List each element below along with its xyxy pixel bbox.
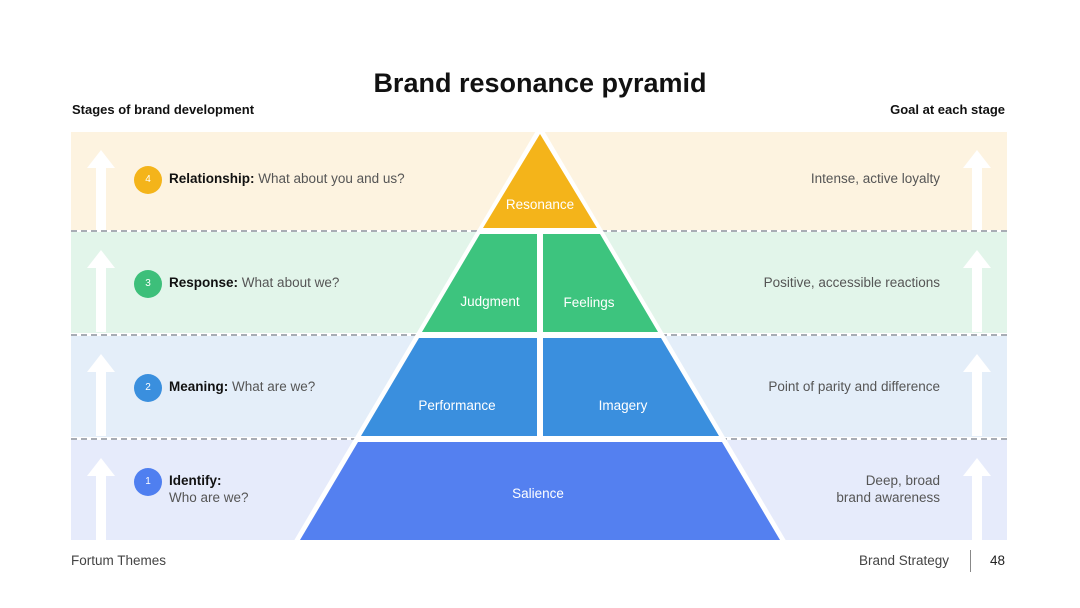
pyramid-label-feelings: Feelings xyxy=(563,295,614,310)
left-column-heading: Stages of brand development xyxy=(72,102,255,117)
up-arrow-icon xyxy=(963,250,991,332)
footer-section: Brand Strategy xyxy=(859,553,950,568)
pyramid-segment-performance xyxy=(361,338,537,436)
stage-goal: Deep, broad brand awareness xyxy=(836,472,940,506)
stage-goal-line: Deep, broad xyxy=(865,473,940,488)
stage-goal: Point of parity and difference xyxy=(768,379,940,394)
stage-goal-line: brand awareness xyxy=(836,490,940,505)
up-arrow-icon xyxy=(87,354,115,436)
up-arrow-icon xyxy=(87,250,115,332)
stage-question: What are we? xyxy=(232,379,316,394)
stage-label: Meaning: What are we? xyxy=(169,378,315,395)
up-arrow-icon xyxy=(87,150,115,230)
pyramid-label-resonance: Resonance xyxy=(506,197,574,212)
right-column-heading: Goal at each stage xyxy=(890,102,1005,117)
up-arrow-icon xyxy=(963,150,991,230)
footer-separator xyxy=(970,550,971,572)
stage-question: What about you and us? xyxy=(258,171,405,186)
stage-goal: Positive, accessible reactions xyxy=(763,275,940,290)
up-arrow-icon xyxy=(963,458,991,540)
pyramid-label-imagery: Imagery xyxy=(599,398,648,413)
stage-name: Response: xyxy=(169,275,239,290)
slide-title: Brand resonance pyramid xyxy=(373,68,707,98)
stage-number-badge: 3 xyxy=(134,270,162,298)
stage-label: Identify: Who are we? xyxy=(169,472,249,506)
pyramid-white-outline xyxy=(292,124,788,544)
stage-name: Meaning: xyxy=(169,379,229,394)
stage-number-badge: 2 xyxy=(134,374,162,402)
pyramid-segment-judgment xyxy=(422,234,537,332)
stage-number-badge: 1 xyxy=(134,468,162,496)
pyramid-segment-salience xyxy=(300,442,780,540)
pyramid-segment-resonance xyxy=(483,134,597,228)
stage-question: What about we? xyxy=(241,275,340,290)
stage-question: Who are we? xyxy=(169,490,249,505)
pyramid-label-performance: Performance xyxy=(418,398,495,413)
pyramid-label-salience: Salience xyxy=(512,486,564,501)
up-arrow-icon xyxy=(963,354,991,436)
page-number: 48 xyxy=(990,553,1006,568)
footer-brand: Fortum Themes xyxy=(71,553,167,568)
stage-number-badge: 4 xyxy=(134,166,162,194)
pyramid-label-judgment: Judgment xyxy=(460,294,520,309)
stage-name: Relationship: xyxy=(169,171,255,186)
pyramid-segment-feelings xyxy=(543,234,658,332)
stage-label: Response: What about we? xyxy=(169,274,339,291)
up-arrow-icon xyxy=(87,458,115,540)
stage-label: Relationship: What about you and us? xyxy=(169,170,405,187)
stage-goal: Intense, active loyalty xyxy=(810,171,940,186)
pyramid-segment-imagery xyxy=(543,338,719,436)
stage-name: Identify: xyxy=(169,473,222,488)
